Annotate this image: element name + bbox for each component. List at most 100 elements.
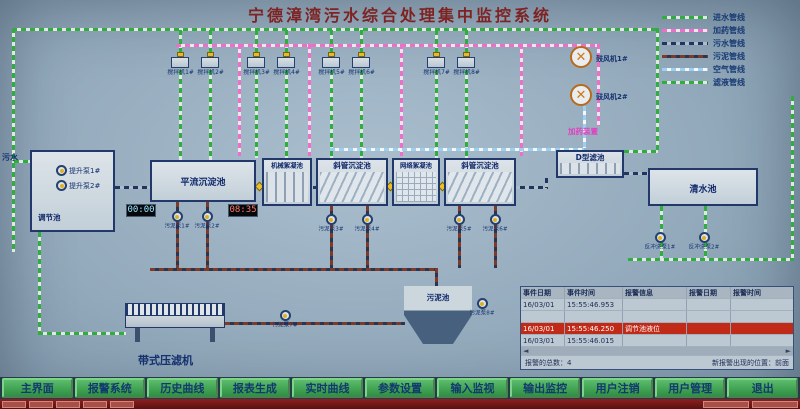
inclined-sedimentation-tank-1: 斜管沉淀池: [316, 158, 388, 206]
legend-item: 进水管线: [662, 11, 794, 24]
alarm-table-header: 事件日期 事件时间 报警信息 报警日期 报警时间: [521, 287, 793, 299]
mixer-icon: [171, 57, 189, 68]
menu-history-curve-button[interactable]: 历史曲线: [147, 378, 218, 398]
blower-1-fan-icon[interactable]: [570, 46, 592, 68]
alarm-row-active[interactable]: 16/03/01 15:55:46.250 调节池液位: [521, 323, 793, 335]
mixer-2[interactable]: 搅拌机2#: [195, 52, 225, 78]
sludge-pump-1[interactable]: 污泥泵1#: [157, 211, 197, 232]
taskbar-item[interactable]: [703, 400, 749, 408]
sludge-tank-label: 污泥池: [426, 293, 450, 302]
belt-press: [125, 303, 225, 342]
menu-realtime-curve-button[interactable]: 实时曲线: [292, 378, 363, 398]
dosing-line-icon: [662, 29, 708, 32]
pipe-dfilter-clearwater: [624, 172, 650, 175]
pipe-mixer-shaft: [465, 70, 468, 158]
lift-pump-1[interactable]: 提升泵1#: [56, 165, 100, 176]
menu-user-management-button[interactable]: 用户管理: [654, 378, 726, 398]
taskbar-item[interactable]: [2, 400, 26, 408]
inclined-sedimentation-tank-2: 斜管沉淀池: [444, 158, 516, 206]
menu-logout-button[interactable]: 用户注销: [582, 378, 653, 398]
taskbar-tray[interactable]: [752, 400, 798, 408]
dosing-station-label: 加药装置: [568, 127, 598, 136]
alarm-row[interactable]: 16/03/01 15:55:46.953: [521, 299, 793, 311]
pump-icon: [201, 211, 213, 222]
alarm-scrollbar[interactable]: ◄ ►: [521, 347, 793, 356]
sludge-pump-3[interactable]: 污泥泵3#: [311, 214, 351, 235]
scroll-right-icon[interactable]: ►: [785, 347, 791, 355]
tank-pattern: [396, 172, 436, 202]
sludge-pump-4[interactable]: 污泥泵4#: [347, 214, 387, 235]
pipe-mixer-feed: [465, 30, 468, 54]
taskbar-item[interactable]: [110, 400, 134, 408]
grid-flocculation-tank: 网络絮凝池: [392, 158, 440, 206]
tank-pattern: [266, 172, 308, 202]
motor-icon: [327, 52, 335, 57]
mixer-icon: [201, 57, 219, 68]
pipe-dosing-drop: [308, 44, 311, 156]
inclined-sed-2-label: 斜管沉淀池: [461, 161, 499, 170]
pipe-dosing-down: [597, 44, 600, 126]
pipe-inlet: [14, 160, 31, 163]
taskbar-item[interactable]: [29, 400, 53, 408]
menu-main-button[interactable]: 主界面: [2, 378, 73, 398]
pipe-dosing-drop: [520, 44, 523, 156]
os-taskbar: [0, 399, 800, 409]
sludge-pump-8[interactable]: 污泥泵8#: [462, 298, 502, 319]
d-filter-label: D型滤池: [575, 153, 605, 162]
pipe-right-edge: [791, 96, 794, 258]
scroll-left-icon[interactable]: ◄: [523, 347, 529, 355]
mixer-6[interactable]: 搅拌机6#: [346, 52, 376, 78]
pipeline-legend: 进水管线 加药管线 污水管线 污泥管线 空气管线 滤液管线: [662, 11, 794, 89]
page-title: 宁德漳湾污水综合处理集中监控系统: [247, 6, 552, 25]
pump-icon: [56, 180, 67, 191]
menu-exit-button[interactable]: 退出: [727, 378, 799, 398]
tank-pattern: [448, 172, 512, 202]
pipe-to-beltpress: [38, 332, 126, 335]
pipe-sludge-to-press: [225, 322, 405, 325]
d-type-filter: D型滤池: [556, 150, 624, 178]
pipe-mixer-feed: [330, 30, 333, 54]
filtrate-line-icon: [662, 81, 708, 84]
mixer-icon: [247, 57, 265, 68]
mixer-3[interactable]: 搅拌机3#: [241, 52, 271, 78]
taskbar-item[interactable]: [83, 400, 107, 408]
clear-water-label: 清水池: [689, 185, 717, 195]
alarm-row[interactable]: [521, 311, 793, 323]
pipe-mixer-shaft: [255, 70, 258, 158]
pipe-sludge-drop: [366, 206, 369, 268]
menu-input-monitor-button[interactable]: 输入监视: [437, 378, 508, 398]
motor-icon: [462, 52, 470, 57]
sludge-pump-2[interactable]: 污泥泵2#: [187, 211, 227, 232]
sludge-pump-6[interactable]: 污泥泵6#: [475, 214, 515, 235]
sludge-pump-5[interactable]: 污泥泵5#: [439, 214, 479, 235]
mixer-8[interactable]: 搅拌机8#: [451, 52, 481, 78]
mixer-7[interactable]: 搅拌机7#: [421, 52, 451, 78]
backwash-pump-1[interactable]: 反冲洗泵1#: [640, 232, 680, 253]
blower-2-label: 鼓风机2#: [596, 93, 628, 101]
inclined-sed-1-label: 斜管沉淀池: [333, 161, 371, 170]
regulation-tank-label: 调节池: [38, 213, 61, 222]
pipe-mixer-feed: [209, 30, 212, 54]
menu-parameter-button[interactable]: 参数设置: [364, 378, 436, 398]
alarm-row[interactable]: 16/03/01 15:55:46.015: [521, 335, 793, 347]
blower-2-fan-icon[interactable]: [570, 84, 592, 106]
mixer-5[interactable]: 搅拌机5#: [316, 52, 346, 78]
belt-press-leg: [135, 328, 140, 342]
belt-press-rollers: [125, 303, 225, 316]
menu-alarm-button[interactable]: 报警系统: [74, 378, 146, 398]
pipe-sludge-drop: [206, 202, 209, 268]
legend-item: 加药管线: [662, 24, 794, 37]
backwash-pump-2[interactable]: 反冲洗泵2#: [684, 232, 724, 253]
menu-output-monitor-button[interactable]: 输出监控: [509, 378, 581, 398]
motor-icon: [252, 52, 260, 57]
mixer-1[interactable]: 搅拌机1#: [165, 52, 195, 78]
mixer-4[interactable]: 搅拌机4#: [271, 52, 301, 78]
menu-report-button[interactable]: 报表生成: [219, 378, 291, 398]
pipe-mixer-feed: [360, 30, 363, 54]
taskbar-item[interactable]: [56, 400, 80, 408]
blower-1-label: 鼓风机1#: [596, 55, 628, 63]
lift-pump-2[interactable]: 提升泵2#: [56, 180, 100, 191]
pump-icon: [56, 165, 67, 176]
sludge-pump-7[interactable]: 污泥泵7#: [265, 310, 305, 331]
motor-icon: [206, 52, 214, 57]
